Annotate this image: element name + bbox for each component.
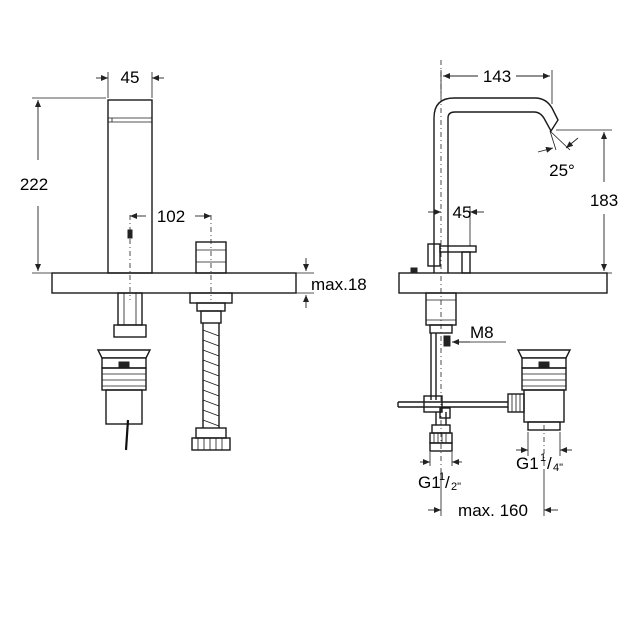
deck-plate-side <box>398 272 608 294</box>
svg-text:4": 4" <box>553 462 563 474</box>
popup-rod-side <box>397 333 508 419</box>
side-view: 143 183 25° 45 M8 <box>397 60 618 520</box>
svg-text:1: 1 <box>439 471 445 483</box>
dim-lever <box>428 206 484 246</box>
svg-text:G1: G1 <box>418 473 441 492</box>
dim-width-front-label: 45 <box>121 68 140 87</box>
dim-height-front-label: 222 <box>20 175 48 194</box>
valve-body-front <box>195 241 227 274</box>
svg-text:G1: G1 <box>516 454 539 473</box>
aerator-marker <box>410 267 418 274</box>
dim-reach-label: 143 <box>483 67 511 86</box>
svg-text:2": 2" <box>451 481 461 493</box>
svg-text:/: / <box>547 454 552 473</box>
dim-height-front <box>32 97 106 274</box>
valve-shank-side <box>425 292 457 347</box>
dim-reach <box>440 70 553 104</box>
svg-text:/: / <box>445 473 450 492</box>
svg-text:1: 1 <box>540 452 546 464</box>
front-view: 45 222 102 max.18 <box>20 68 367 451</box>
dim-angle-label: 25° <box>549 161 575 180</box>
dim-deck <box>296 258 314 308</box>
deck-plate-front <box>51 272 297 294</box>
dim-rod-label: M8 <box>470 323 494 342</box>
popup-waste-front <box>96 349 152 451</box>
dim-deck-label: max.18 <box>311 275 367 294</box>
spout-shank-front <box>113 292 147 338</box>
dim-waste-thread <box>516 432 572 456</box>
dim-waste-offset <box>428 470 558 516</box>
inlet-thread-label: G1 1 / 2" <box>418 471 461 493</box>
dim-lever-label: 45 <box>453 203 472 222</box>
lever-side <box>427 243 477 274</box>
dim-angle <box>537 130 579 153</box>
dim-inlet-thread <box>420 452 462 466</box>
dim-height-side-label: 183 <box>590 191 618 210</box>
flex-hose-front <box>189 292 233 451</box>
spout-tube-side <box>433 97 559 273</box>
dim-height-side <box>556 129 612 274</box>
waste-thread-label: G1 1 / 4" <box>516 452 563 474</box>
dim-waste-offset-label: max. 160 <box>458 501 528 520</box>
dim-spacing-front-label: 102 <box>157 207 185 226</box>
inlet-hose-side <box>429 412 453 452</box>
waste-body-side <box>507 349 572 431</box>
dim-width-front <box>96 72 164 98</box>
